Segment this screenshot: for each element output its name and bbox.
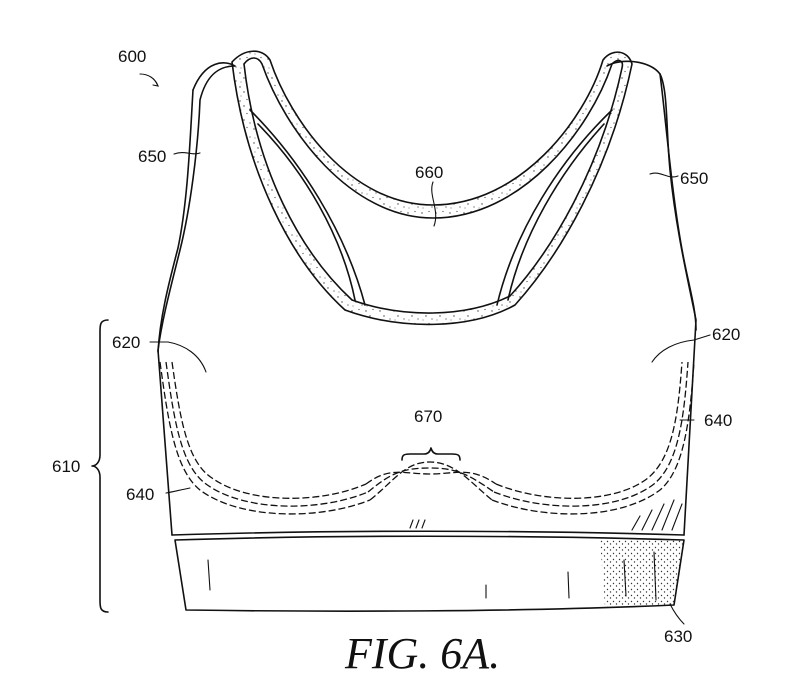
right-cup-arc [651,339,695,363]
center-gore-670 [365,461,497,501]
band-seam [171,530,685,536]
back-strap-right [496,109,613,306]
label-620-right: 620 [712,325,740,344]
left-seam-640 [159,361,371,515]
label-650-left: 650 [138,147,166,166]
label-660: 660 [415,163,443,182]
left-cup-arc [167,341,207,373]
label-620-left: 620 [112,333,140,352]
bracket-670 [401,447,461,461]
neckline-binding-inner [243,57,624,314]
band-ribs [207,551,657,601]
label-670: 670 [414,407,442,426]
right-strap-outer [659,73,697,331]
neckline-stipple [232,51,632,325]
label-640-left: 640 [126,485,154,504]
shading-strokes [409,499,683,531]
leader-lines [139,73,711,625]
garment-body-outline [157,60,697,536]
figure-caption: FIG. 6A. [344,629,500,678]
right-seam-640 [491,361,695,515]
back-strap-left [249,109,366,306]
label-630: 630 [664,627,692,646]
label-640-right: 640 [704,411,732,430]
label-650-right: 650 [680,169,708,188]
bracket-610 [91,319,109,613]
left-strap-outer [157,89,194,353]
bottom-band-dense-shade [600,539,684,607]
label-600: 600 [118,47,146,66]
label-610: 610 [52,457,80,476]
